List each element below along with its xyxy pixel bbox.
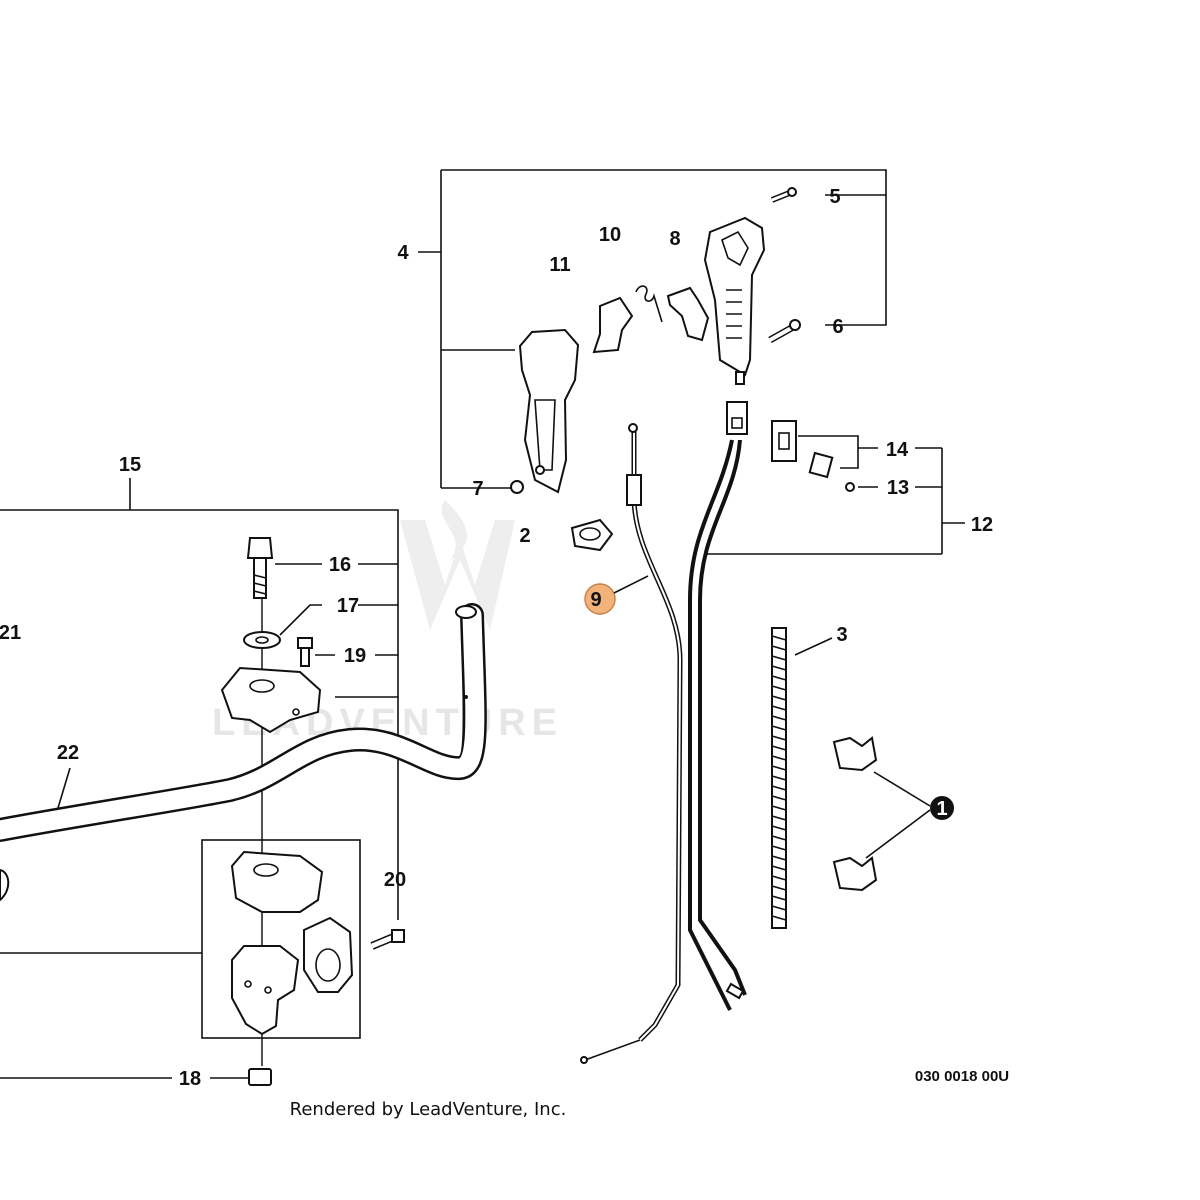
bracket-12 [705,435,965,555]
callout-3[interactable]: 3 [836,624,847,646]
callout-17[interactable]: 17 [337,595,359,617]
callout-21[interactable]: 21 [0,622,21,644]
callout-20[interactable]: 20 [384,869,406,891]
bracket-4 [418,169,887,489]
bolt-5 [770,187,797,203]
cable-clip-2 [570,518,614,552]
callout-1[interactable]: 1 [936,798,947,820]
bracket-15 [0,478,399,1079]
callout-2[interactable]: 2 [519,525,530,547]
callout-22[interactable]: 22 [57,742,79,764]
callout-5[interactable]: 5 [829,186,840,208]
callout-16[interactable]: 16 [329,554,351,576]
bolt-6 [768,319,801,344]
callout-12[interactable]: 12 [971,514,993,536]
label-plate-14 [771,420,834,479]
upper-clamp-piece [220,666,322,734]
callout-labels: 1 2 3 4 5 6 7 8 9 10 11 12 13 14 15 16 1… [0,186,993,1090]
square-nut-18 [248,1068,272,1086]
drawing-code: 030 0018 00U [915,1068,1009,1085]
callout-11[interactable]: 11 [549,254,570,276]
stop-switch-wire-12 [688,401,748,1011]
nut-7 [510,480,524,494]
callout-13[interactable]: 13 [887,477,909,499]
callout-14[interactable]: 14 [886,439,909,461]
washer-17 [243,631,281,649]
callout-15[interactable]: 15 [119,454,141,476]
throttle-trigger-8 [666,286,710,342]
callout-9[interactable]: 9 [590,589,601,611]
handle-bar-22 [0,603,487,902]
clamps-1 [832,736,954,892]
footer-credit: Rendered by LeadVenture, Inc. [290,1099,567,1120]
handle-half-right [703,216,766,385]
threaded-rod-3 [771,627,833,929]
screw-20 [370,929,405,950]
screw-19 [297,637,313,667]
throttle-cable-9 [580,423,683,1064]
callout-8[interactable]: 8 [669,228,680,250]
spring-10 [635,285,663,323]
callout-9-highlight[interactable] [584,583,616,615]
callout-6[interactable]: 6 [832,316,843,338]
callout-4[interactable]: 4 [397,242,409,264]
callout-19[interactable]: 19 [344,645,366,667]
callout-10[interactable]: 10 [599,224,621,246]
bolt-16 [246,537,274,599]
handle-half-left [518,328,580,494]
screw-13 [845,482,855,492]
callout-7[interactable]: 7 [472,478,483,500]
lower-clamp-pieces [230,850,354,1036]
safety-lever-11 [592,296,634,354]
callout-18[interactable]: 18 [179,1068,201,1090]
